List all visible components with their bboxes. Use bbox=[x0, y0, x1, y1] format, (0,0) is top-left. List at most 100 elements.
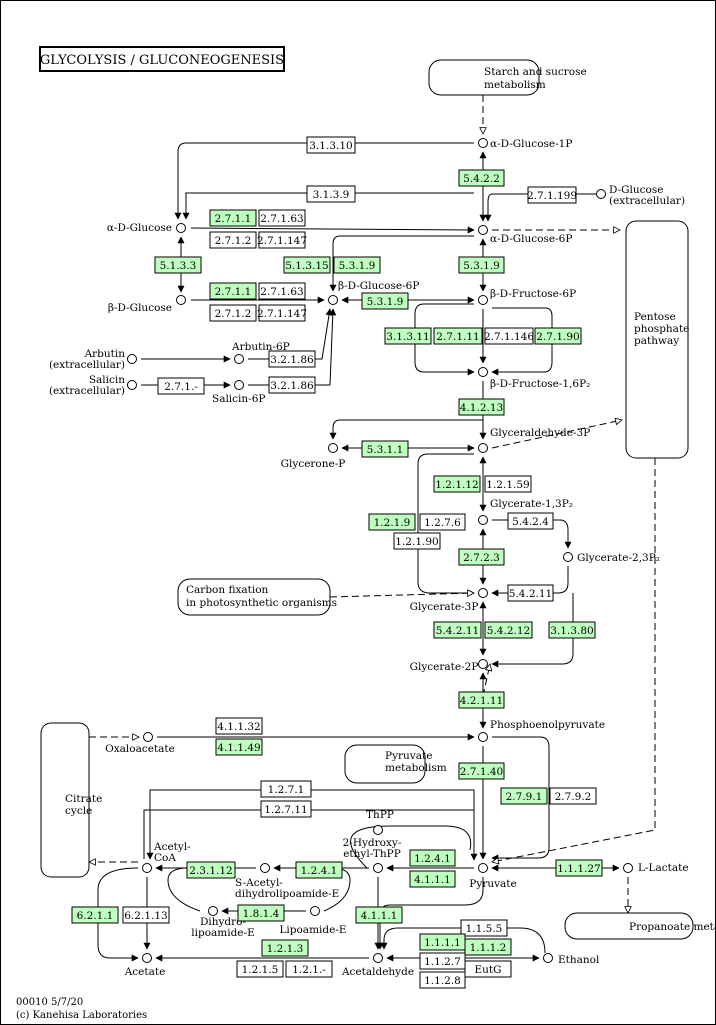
enzyme-1-1-5-5[interactable]: 1.1.5.5 bbox=[460, 919, 508, 937]
enzyme-1-2-4-1[interactable]: 1.2.4.1 bbox=[409, 849, 456, 867]
enzyme-5-4-2-11[interactable]: 5.4.2.11 bbox=[507, 584, 554, 602]
compound-pep[interactable]: Phosphoenolpyruvate bbox=[478, 719, 606, 742]
enzyme-5-4-2-2[interactable]: 5.4.2.2 bbox=[458, 169, 505, 187]
compound-ethanol[interactable]: Ethanol bbox=[543, 953, 600, 967]
enzyme-2-3-1-12[interactable]: 2.3.1.12 bbox=[186, 861, 236, 879]
compound-f6p[interactable]: β-D-Fructose-6P bbox=[478, 288, 577, 305]
enzyme-2-7-1-11[interactable]: 2.7.1.11 bbox=[433, 327, 483, 345]
enzyme-3-2-1-86[interactable]: 3.2.1.86 bbox=[268, 350, 316, 368]
enzyme-1-8-1-4[interactable]: 1.8.1.4 bbox=[237, 904, 285, 922]
compound-sadl[interactable]: S-Acetyl-dihydrolipoamide-E bbox=[235, 863, 339, 901]
compound-tpp[interactable]: ThPP bbox=[366, 809, 394, 835]
compound-dhap[interactable]: Glycerone-P bbox=[281, 443, 346, 471]
compound-salicin[interactable]: Salicin(extracellular) bbox=[49, 374, 137, 397]
enzyme-3-2-1-86[interactable]: 3.2.1.86 bbox=[268, 376, 316, 394]
compound-bg6p[interactable]: β-D-Glucose-6P bbox=[328, 280, 420, 305]
enzyme-2-7-1-147[interactable]: 2.7.1.147 bbox=[257, 231, 307, 249]
enzyme-1-1-1-1[interactable]: 1.1.1.1 bbox=[419, 933, 466, 951]
enzyme-1-1-2-8[interactable]: 1.1.2.8 bbox=[419, 971, 466, 989]
enzyme-2-7-1-199[interactable]: 2.7.1.199 bbox=[527, 186, 577, 204]
compound-pg3[interactable]: Glycerate-3P bbox=[410, 588, 488, 614]
compound-dglc[interactable]: D-Glucose(extracellular) bbox=[596, 184, 686, 207]
enzyme-2-7-1-146[interactable]: 2.7.1.146 bbox=[484, 327, 534, 345]
enzyme-4-1-1-49[interactable]: 4.1.1.49 bbox=[215, 738, 263, 756]
enzyme-2-7-9-2[interactable]: 2.7.9.2 bbox=[549, 787, 597, 805]
pathway-map-propanoate[interactable]: Propanoate metabolism bbox=[564, 912, 716, 940]
compound-salicin6p[interactable]: Salicin-6P bbox=[212, 380, 265, 406]
enzyme-5-3-1-9[interactable]: 5.3.1.9 bbox=[333, 256, 381, 274]
enzyme-1-1-2-7[interactable]: 1.1.2.7 bbox=[419, 952, 466, 970]
enzyme-2-7-1-1[interactable]: 2.7.1.1 bbox=[209, 282, 257, 300]
enzyme-6-2-1-13[interactable]: 6.2.1.13 bbox=[122, 906, 170, 924]
enzyme-2-7-1--[interactable]: 2.7.1.- bbox=[157, 377, 205, 395]
enzyme-5-1-3-15[interactable]: 5.1.3.15 bbox=[283, 256, 331, 274]
enzyme-1-2-1-90[interactable]: 1.2.1.90 bbox=[393, 532, 441, 550]
compound-fbp[interactable]: β-D-Fructose-1,6P₂ bbox=[478, 367, 591, 391]
compound-arbutin[interactable]: Arbutin(extracellular) bbox=[49, 348, 137, 371]
enzyme-5-1-3-3[interactable]: 5.1.3.3 bbox=[154, 256, 202, 274]
enzyme-1-2-1-9[interactable]: 1.2.1.9 bbox=[368, 513, 416, 531]
enzyme-2-7-2-3[interactable]: 2.7.2.3 bbox=[458, 548, 505, 566]
enzyme-5-3-1-1[interactable]: 5.3.1.1 bbox=[361, 440, 409, 458]
enzyme-1-2-4-1[interactable]: 1.2.4.1 bbox=[295, 861, 343, 879]
enzyme-1-2-7-6[interactable]: 1.2.7.6 bbox=[419, 513, 466, 531]
compound-acald[interactable]: Acetaldehyde bbox=[341, 953, 414, 979]
enzyme-5-4-2-11[interactable]: 5.4.2.11 bbox=[433, 621, 482, 639]
enzyme-5-3-1-9[interactable]: 5.3.1.9 bbox=[458, 256, 505, 274]
enzyme-1-1-1-27[interactable]: 1.1.1.27 bbox=[555, 859, 603, 877]
enzyme-4-1-1-32[interactable]: 4.1.1.32 bbox=[215, 717, 263, 735]
enzyme-3-1-3-10[interactable]: 3.1.3.10 bbox=[306, 136, 356, 154]
enzyme-2-7-1-147[interactable]: 2.7.1.147 bbox=[257, 304, 307, 322]
enzyme-1-2-1-12[interactable]: 1.2.1.12 bbox=[433, 475, 481, 493]
enzyme-4-1-2-13[interactable]: 4.1.2.13 bbox=[458, 398, 505, 416]
compound-oaa[interactable]: Oxaloacetate bbox=[105, 732, 175, 756]
enzyme-1-2-1-3[interactable]: 1.2.1.3 bbox=[261, 939, 309, 957]
enzyme-5-3-1-9[interactable]: 5.3.1.9 bbox=[361, 292, 409, 310]
compound-aglc[interactable]: α-D-Glucose bbox=[107, 222, 186, 234]
compound-pg2[interactable]: Glycerate-2P bbox=[410, 659, 488, 674]
enzyme-6-2-1-1[interactable]: 6.2.1.1 bbox=[71, 906, 119, 924]
compound-hetpp[interactable]: 2-Hydroxy-ethyl-ThPP bbox=[343, 837, 402, 873]
compound-acetate[interactable]: Acetate bbox=[124, 953, 166, 979]
enzyme-4-2-1-11[interactable]: 4.2.1.11 bbox=[458, 691, 505, 709]
compound-g1p[interactable]: α-D-Glucose-1P bbox=[478, 138, 573, 150]
compound-accoa[interactable]: Acetyl-CoA bbox=[142, 841, 192, 873]
enzyme-2-7-1-90[interactable]: 2.7.1.90 bbox=[534, 327, 582, 345]
enzyme-2-7-1-2[interactable]: 2.7.1.2 bbox=[209, 304, 257, 322]
compound-lac[interactable]: L-Lactate bbox=[623, 862, 689, 874]
enzyme-1-2-7-11[interactable]: 1.2.7.11 bbox=[260, 800, 312, 818]
enzyme-1-1-1-2[interactable]: 1.1.1.2 bbox=[464, 938, 512, 956]
enzyme-2-7-1-63[interactable]: 2.7.1.63 bbox=[258, 209, 306, 227]
enzyme-1-2-1--[interactable]: 1.2.1.- bbox=[285, 960, 333, 978]
enzyme-2-7-9-1[interactable]: 2.7.9.1 bbox=[500, 787, 548, 805]
enzyme-1-2-1-59[interactable]: 1.2.1.59 bbox=[484, 475, 532, 493]
compound-g3p[interactable]: Glyceraldehyde-3P bbox=[478, 427, 591, 453]
enzyme-3-1-3-11[interactable]: 3.1.3.11 bbox=[384, 327, 432, 345]
enzyme-2-7-1-40[interactable]: 2.7.1.40 bbox=[458, 762, 505, 780]
compound-arbutin6p[interactable]: Arbutin-6P bbox=[231, 341, 290, 364]
enzyme-2-7-1-1[interactable]: 2.7.1.1 bbox=[209, 209, 257, 227]
compound-pyr[interactable]: Pyruvate bbox=[469, 863, 517, 891]
enzyme-2-7-1-2[interactable]: 2.7.1.2 bbox=[209, 231, 257, 249]
enzyme-eutg[interactable]: EutG bbox=[464, 960, 512, 978]
enzyme-4-1-1-1[interactable]: 4.1.1.1 bbox=[409, 870, 456, 888]
compound-lipo[interactable]: Lipoamide-E bbox=[279, 906, 347, 937]
enzyme-3-1-3-9[interactable]: 3.1.3.9 bbox=[306, 185, 356, 203]
compound-dhl[interactable]: Dihydro-lipoamide-E bbox=[191, 906, 255, 940]
enzyme-1-2-7-1[interactable]: 1.2.7.1 bbox=[260, 780, 312, 798]
enzyme-5-4-2-12[interactable]: 5.4.2.12 bbox=[484, 621, 533, 639]
compound-ag6p[interactable]: α-D-Glucose-6P bbox=[478, 225, 573, 246]
compound-bpg13[interactable]: Glycerate-1,3P₂ bbox=[478, 498, 574, 525]
compound-bpg23[interactable]: Glycerate-2,3P₂ bbox=[563, 552, 661, 564]
enzyme-2-7-1-63[interactable]: 2.7.1.63 bbox=[258, 282, 306, 300]
enzyme-5-4-2-4[interactable]: 5.4.2.4 bbox=[507, 512, 554, 530]
enzyme-4-1-1-1[interactable]: 4.1.1.1 bbox=[355, 906, 403, 924]
enzyme-3-1-3-80[interactable]: 3.1.3.80 bbox=[548, 621, 596, 639]
enzyme-1-2-1-5[interactable]: 1.2.1.5 bbox=[236, 960, 284, 978]
compound-bglc[interactable]: β-D-Glucose bbox=[108, 295, 186, 315]
